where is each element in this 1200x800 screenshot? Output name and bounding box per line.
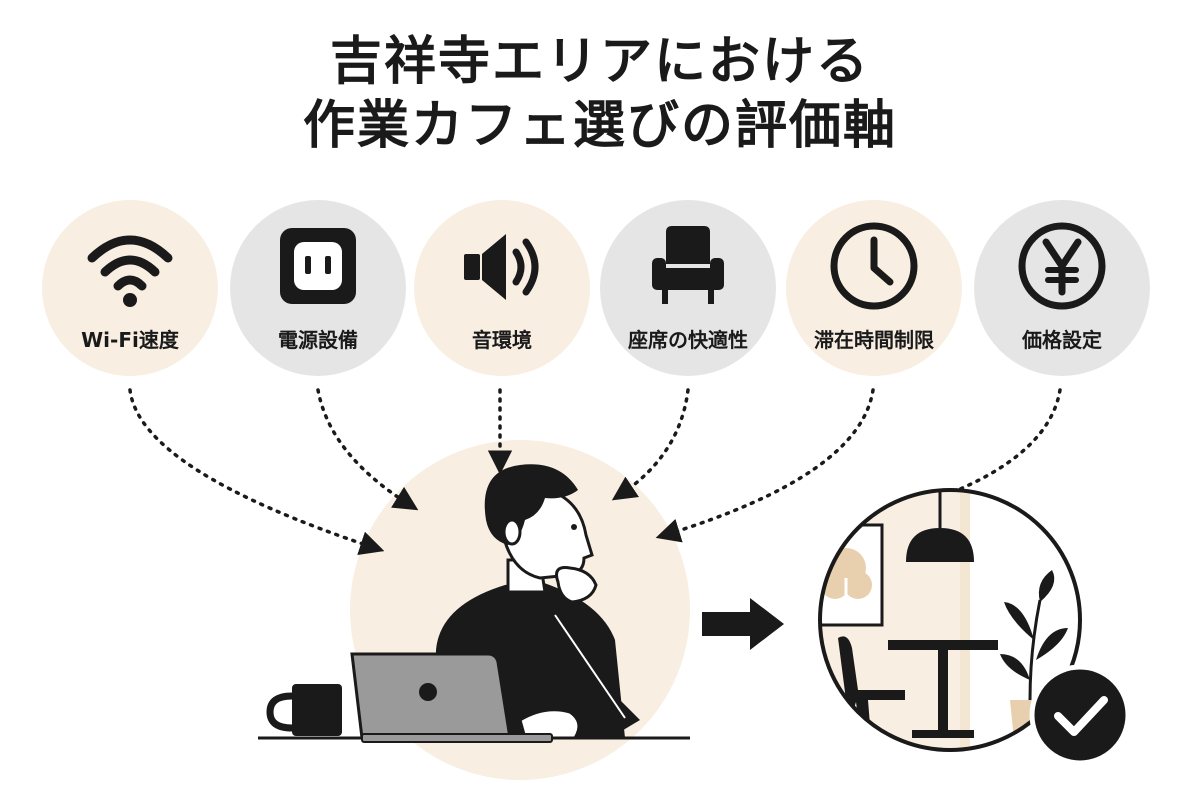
connector-arrows: [128, 388, 1062, 555]
criterion-seat-comfort: 座席の快適性: [600, 200, 776, 376]
speaker-icon: [452, 216, 552, 316]
criterion-wifi-speed: Wi-Fi速度: [42, 200, 218, 376]
criterion-label: 座席の快適性: [628, 328, 748, 352]
check-circle-icon: [1029, 664, 1131, 766]
criterion-label: 音環境: [472, 328, 532, 352]
criterion-sound-environment: 音環境: [414, 200, 590, 376]
connector-price: [956, 388, 1062, 492]
armchair-icon: [638, 216, 738, 316]
criterion-power-outlets: 電源設備: [230, 200, 406, 376]
criterion-label: 電源設備: [278, 328, 358, 352]
title-line-2: 作業カフェ選びの評価軸: [302, 96, 897, 156]
yen-coin-icon: [1012, 216, 1112, 316]
mug-icon: [266, 684, 342, 736]
power-outlet-icon: [268, 216, 368, 316]
criterion-label: 価格設定: [1022, 328, 1102, 352]
arrow-right-icon: [702, 598, 784, 650]
criterion-label: 滞在時間制限: [814, 328, 934, 352]
connector-wifi: [128, 388, 385, 555]
laptop-icon: [350, 652, 553, 743]
clock-icon: [824, 216, 924, 316]
criterion-stay-time-limit: 滞在時間制限: [786, 200, 962, 376]
connector-time: [655, 388, 875, 543]
criterion-pricing: 価格設定: [974, 200, 1150, 376]
connector-seat: [611, 388, 690, 501]
page-title: 吉祥寺エリアにおける 作業カフェ選びの評価軸: [0, 30, 1200, 158]
wifi-icon: [80, 216, 180, 316]
connector-power: [316, 388, 419, 511]
title-line-1: 吉祥寺エリアにおける: [329, 32, 870, 92]
criterion-label: Wi-Fi速度: [81, 328, 179, 352]
